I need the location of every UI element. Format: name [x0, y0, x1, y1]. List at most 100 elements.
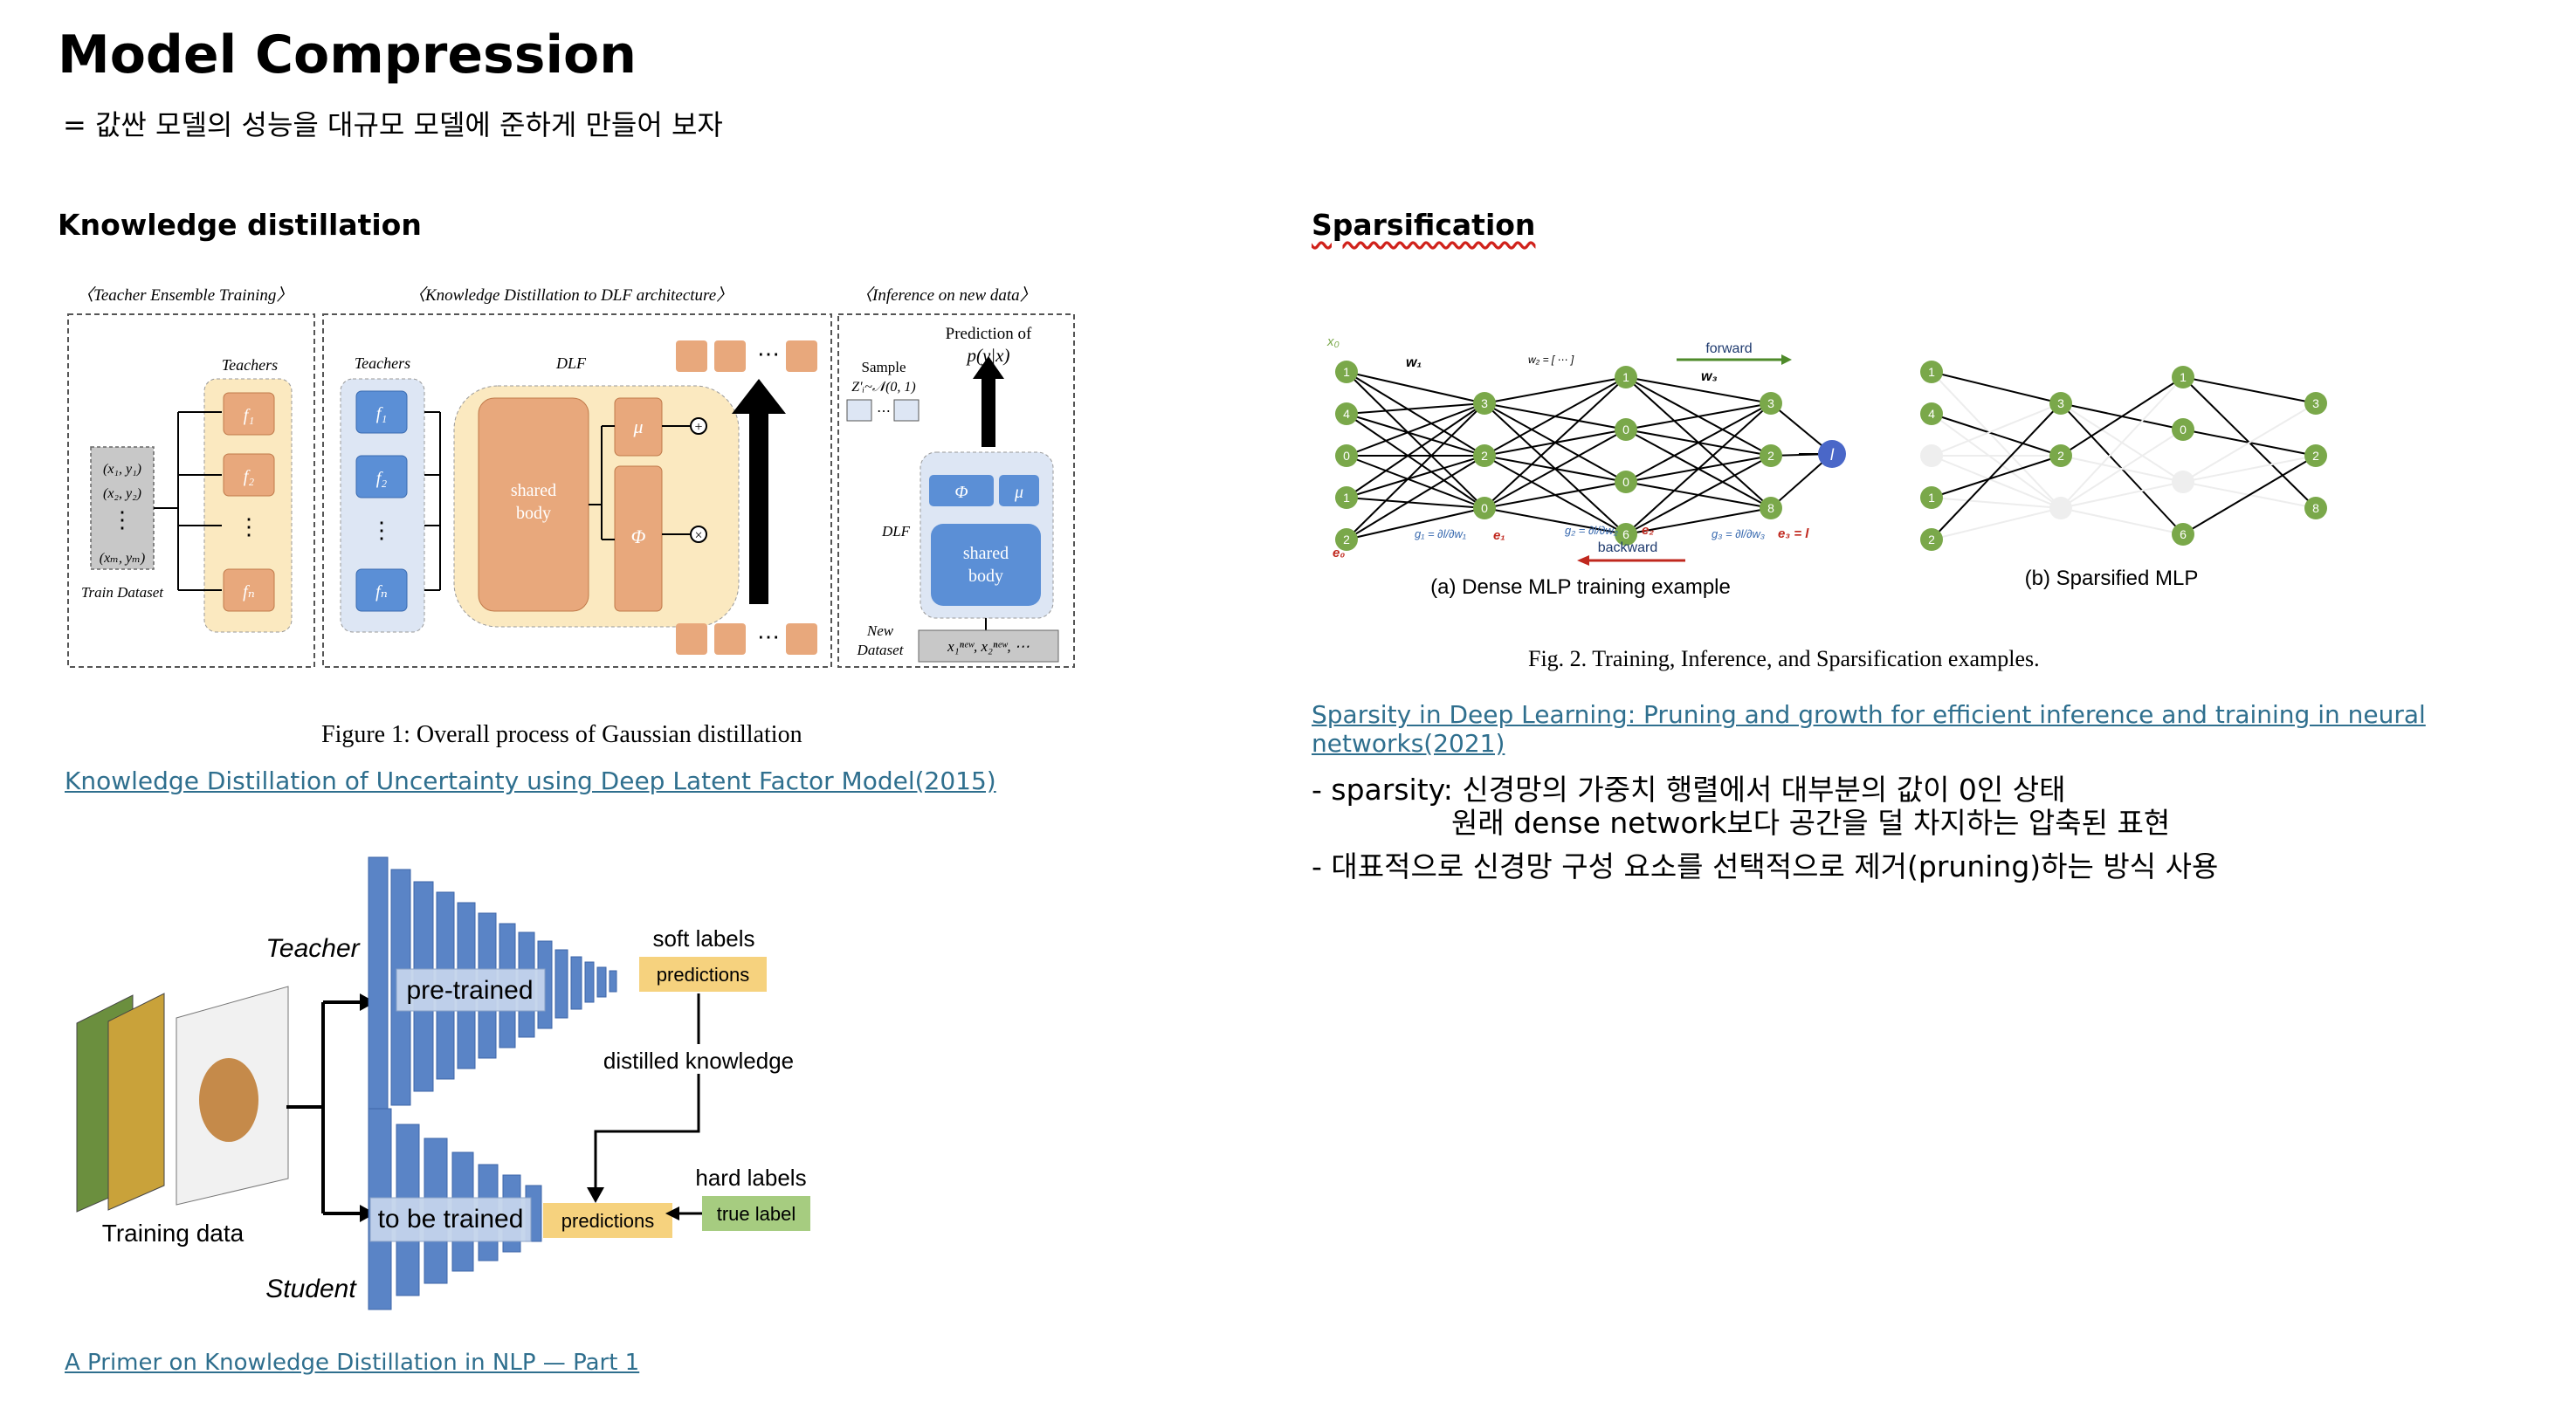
backward-label: backward [1598, 540, 1657, 555]
svg-text:⋯: ⋯ [757, 341, 780, 367]
sparse-mlp-node-label: 0 [2180, 423, 2187, 436]
dense-mlp-node-label: 6 [1622, 527, 1629, 541]
kd-primer-link[interactable]: A Primer on Knowledge Distillation in NL… [65, 1350, 640, 1376]
svg-text:l: l [1830, 446, 1835, 464]
dense-mlp-node-label: 0 [1343, 449, 1350, 463]
sparsity-paper-link[interactable]: Sparsity in Deep Learning: Pruning and g… [1312, 700, 2426, 758]
loss-node [1818, 440, 1846, 468]
sparse-mlp-node [1920, 361, 1943, 383]
svg-text:Φ: Φ [631, 526, 646, 547]
teacher-label: Teacher [265, 934, 360, 963]
sparse-mlp-node [2172, 418, 2194, 441]
dense-mlp-node-label: 1 [1343, 491, 1350, 505]
sparsity-bullet-line2: 원래 dense network보다 공간을 덜 차지하는 압축된 표현 [1451, 806, 2171, 840]
sparse-mlp-edge [1931, 402, 2062, 457]
svg-text:(x₂, y₂): (x₂, y₂) [103, 486, 141, 501]
svg-text:Teachers: Teachers [355, 354, 410, 372]
sparse-mlp-node [2304, 444, 2327, 467]
sparse-mlp-node-label: 1 [1928, 365, 1935, 379]
sparse-mlp-edge [1931, 371, 2062, 404]
dense-mlp-caption: (a) Dense MLP training example [1430, 575, 1731, 599]
svg-text:f₂: f₂ [376, 469, 388, 488]
svg-text:+: + [694, 420, 702, 435]
sparse-mlp-edge [1931, 497, 2062, 509]
sparse-mlp-edge [2182, 455, 2317, 483]
slide-subtitle: = 값싼 모델의 성능을 대규모 모델에 준하게 만들어 보자 [63, 108, 723, 141]
teacher-predictions-label: predictions [657, 964, 749, 986]
training-data-label: Training data [102, 1220, 245, 1247]
svg-text:f₂: f₂ [244, 467, 255, 486]
sparse-mlp-edge [1931, 402, 2062, 540]
dense-mlp-node [1473, 392, 1496, 415]
dense-mlp-node [1615, 471, 1637, 493]
dense-mlp-node [1760, 444, 1782, 467]
sparse-mlp-node [2049, 392, 2072, 415]
dense-mlp-node [1760, 392, 1782, 415]
dlf-label: DLF [555, 354, 587, 372]
svg-text:shared: shared [511, 481, 556, 500]
dense-mlp-node [1335, 361, 1358, 383]
sparse-mlp-node-label: 3 [2057, 396, 2064, 410]
sparse-mlp-edge [2060, 376, 2184, 509]
dense-mlp-node-label: 1 [1622, 370, 1629, 384]
sparsity-bullet-line1: - sparsity: 신경망의 가중치 행렬에서 대부분의 값이 0인 상태 [1312, 773, 2066, 807]
training-images [76, 986, 289, 1213]
student-label: Student [265, 1275, 357, 1303]
sparse-mlp-node [1920, 444, 1943, 467]
svg-text:DLF: DLF [881, 523, 911, 540]
svg-text:Φ: Φ [954, 483, 968, 502]
stage1-label: 〈Teacher Ensemble Training〉 [77, 285, 293, 305]
dense-mlp-node-label: 4 [1343, 407, 1350, 421]
soft-labels-label: soft labels [652, 925, 754, 952]
sparse-mlp-node [1920, 528, 1943, 551]
dense-mlp-node-label: 0 [1481, 501, 1488, 515]
dense-mlp-edge [1625, 402, 1772, 535]
svg-text:e₀: e₀ [1333, 546, 1345, 560]
svg-text:w₁: w₁ [1406, 355, 1422, 370]
forward-label: forward [1705, 341, 1752, 356]
sparse-mlp-edge [1931, 455, 2062, 498]
sparse-mlp-caption: (b) Sparsified MLP [2025, 567, 2199, 590]
dense-mlp-edge [1346, 497, 1485, 509]
to-be-trained-label: to be trained [378, 1205, 524, 1234]
dense-mlp-node-label: 3 [1767, 396, 1774, 410]
sparse-mlp-edge [2182, 402, 2317, 483]
pruning-bullet: - 대표적으로 신경망 구성 요소를 선택적으로 제거(pruning)하는 방… [1312, 849, 2219, 883]
dense-mlp-edge [1346, 413, 1485, 457]
dense-mlp-edge [1346, 371, 1485, 509]
sparse-mlp-edge [1931, 371, 2062, 509]
dense-mlp-edge [1346, 507, 1485, 540]
dense-mlp-edge [1346, 402, 1485, 498]
svg-text:Dataset: Dataset [857, 642, 905, 658]
svg-text:⋯: ⋯ [757, 624, 780, 650]
dense-mlp-node [1335, 528, 1358, 551]
teacher-student-figure: Training data Teacher pre-trained soft l… [76, 856, 810, 1310]
dense-mlp-edge [1346, 402, 1485, 457]
sparse-mlp-node-label: 2 [1928, 533, 1935, 546]
dense-mlp-node [1615, 366, 1637, 388]
svg-text:x₀: x₀ [1326, 334, 1340, 349]
distilled-knowledge-label: distilled knowledge [603, 1048, 794, 1074]
kd-paper-link[interactable]: Knowledge Distillation of Uncertainty us… [65, 766, 996, 795]
svg-text:μ: μ [1014, 483, 1023, 502]
sparse-mlp-edge [2182, 376, 2317, 404]
svg-text:⋮: ⋮ [111, 507, 134, 533]
sparse-mlp-node [2304, 392, 2327, 415]
svg-text:μ: μ [632, 416, 643, 437]
sparse-mlp-node-label: 4 [1928, 407, 1935, 421]
svg-text:e₃ = l: e₃ = l [1778, 526, 1809, 541]
hard-labels-label: hard labels [695, 1165, 806, 1191]
svg-text:⋮: ⋮ [238, 514, 260, 540]
svg-text:body: body [968, 567, 1003, 586]
dense-mlp-edge [1346, 455, 1485, 498]
stage3-label: 〈Inference on new data〉 [856, 285, 1037, 305]
dense-mlp-node [1760, 497, 1782, 519]
stage2-label: 〈Knowledge Distillation to DLF architect… [409, 285, 733, 305]
dense-mlp-edge [1484, 376, 1627, 509]
dense-mlp-node-label: 0 [1622, 475, 1629, 489]
sparse-mlp-edge [2060, 376, 2184, 457]
dense-mlp-edge [1625, 455, 1772, 535]
svg-text:f₁: f₁ [376, 404, 388, 423]
svg-text:(x₁, y₁): (x₁, y₁) [103, 462, 141, 477]
